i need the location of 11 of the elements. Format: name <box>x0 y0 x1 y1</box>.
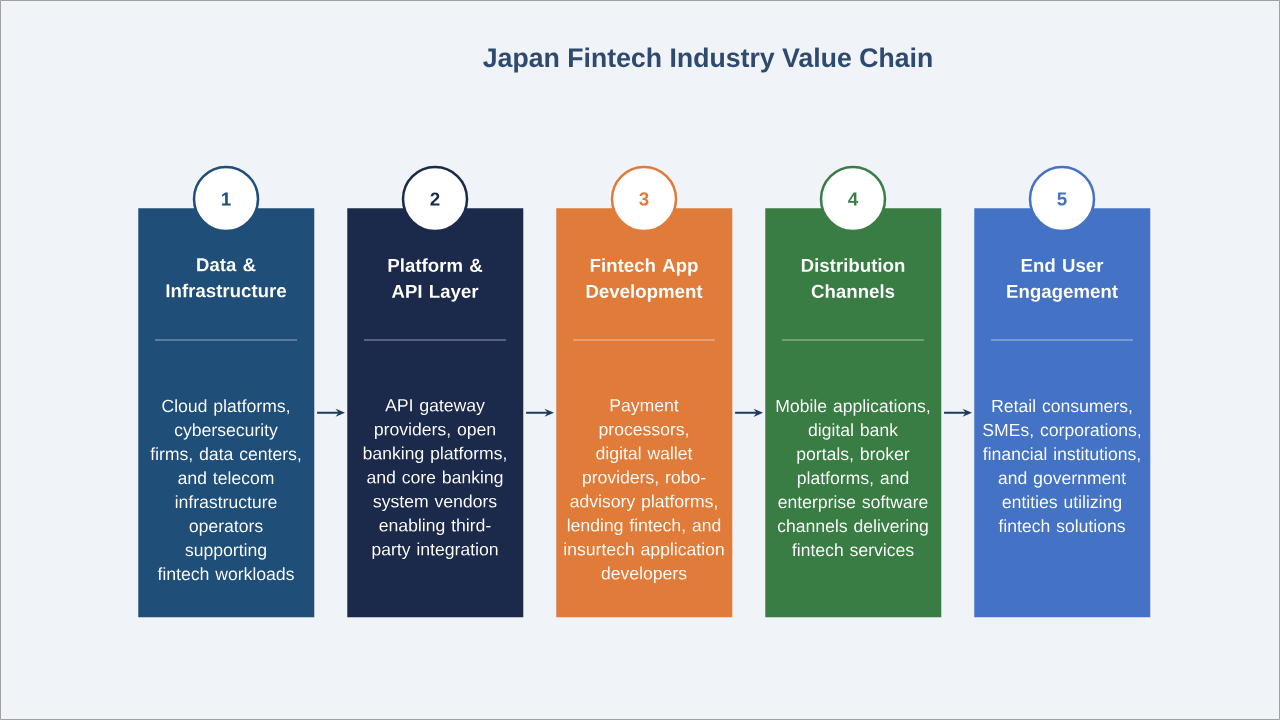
title: Japan Fintech Industry Value Chain <box>483 47 932 73</box>
stage-heading: End User Engagement <box>1007 258 1118 302</box>
stage-description: Retail consumers, SMEs, corporations, financial institutions, and government entities utilizing fintech solutions <box>983 399 1141 533</box>
stage-description: API gateway providers, open banking platforms, and core banking system vendors enabling third-party integration <box>363 399 506 560</box>
stage-heading: Data & Infrastructure <box>166 258 287 298</box>
stage-heading: Platform & API Layer <box>388 258 483 302</box>
stage-description: Cloud platforms, cybersecurity firms, data centers, and telecom infrastructure operators supporting fintech workloads <box>150 399 301 581</box>
stage-heading: Distribution Channels <box>801 258 905 298</box>
stage-heading: Fintech App Development <box>586 258 703 302</box>
stage-description: Mobile applications, digital bank portals, broker platforms, and enterprise software channels delivering fintech services <box>776 399 930 557</box>
stage-description: Payment processors, digital wallet providers, robo-advisory platforms, lending fintech, and insurtech application developers <box>564 399 724 584</box>
